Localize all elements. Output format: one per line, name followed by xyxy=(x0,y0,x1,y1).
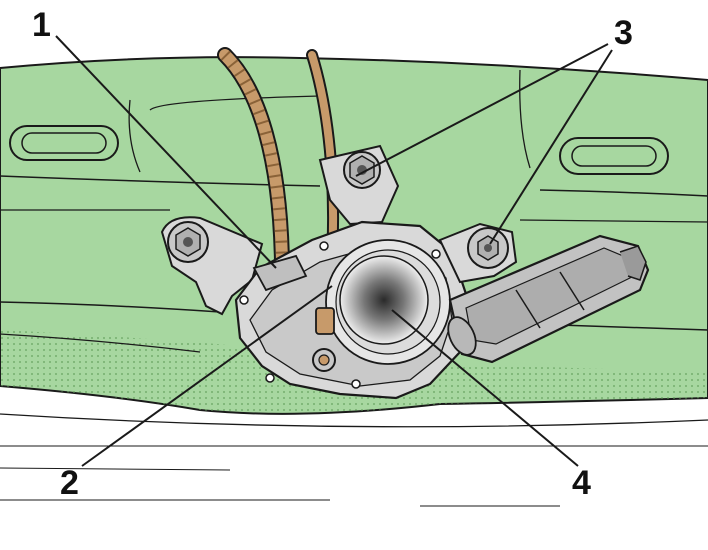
electrical-connector xyxy=(252,254,308,292)
upper-mounting-nut xyxy=(318,144,400,226)
wiper-spindle xyxy=(339,255,429,345)
lower-body-lines xyxy=(0,413,708,507)
leader-line-3b xyxy=(489,49,613,245)
wiring-harness-cable xyxy=(217,47,290,270)
left-mounting-nut xyxy=(160,216,264,316)
leader-line-3a xyxy=(355,43,609,177)
leader-lines xyxy=(55,35,613,467)
leader-line-4 xyxy=(391,309,579,467)
callout-4: 4 xyxy=(572,464,591,502)
leader-line-1 xyxy=(55,35,277,269)
leader-line-2 xyxy=(81,285,333,467)
panel-slot-left xyxy=(9,125,119,161)
callout-labels: 1 2 3 4 xyxy=(32,6,633,502)
panel-slot-right xyxy=(559,137,669,175)
callout-2: 2 xyxy=(60,464,79,502)
callout-1: 1 xyxy=(32,6,51,44)
electric-motor xyxy=(447,234,650,364)
washer-nozzle xyxy=(312,307,336,372)
callout-3: 3 xyxy=(614,14,633,52)
right-mounting-nut xyxy=(438,222,518,284)
